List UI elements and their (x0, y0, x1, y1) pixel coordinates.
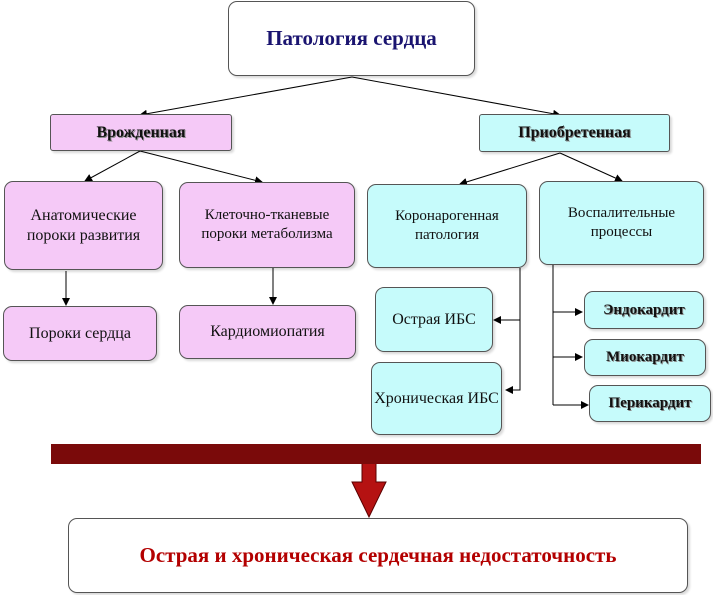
anatomical-node: Анатомические пороки развития (4, 181, 163, 270)
arrow-root-congenital (139, 76, 353, 118)
arrow-congenital-anatomical (84, 150, 141, 182)
acute-ihd-label: Острая ИБС (392, 310, 476, 328)
heart-defects-label: Пороки сердца (29, 324, 131, 342)
acute-ihd-node: Острая ИБС (375, 287, 493, 352)
down-arrow-icon (351, 461, 387, 519)
endocarditis-node: Эндокардит (584, 291, 704, 329)
inflammatory-label: Воспалительные процессы (567, 205, 676, 240)
root-label: Патология сердца (266, 26, 437, 51)
endocarditis-label: Эндокардит (603, 301, 685, 318)
congenital-node: Врожденная (50, 114, 232, 151)
coronary-label: Коронарогенная патология (395, 208, 499, 243)
chronic-ihd-node: Хроническая ИБС (371, 362, 502, 435)
cardiomyopathy-node: Кардиомиопатия (179, 305, 356, 359)
pericarditis-node: Перикардит (589, 385, 711, 422)
root-node: Патология сердца (228, 1, 475, 76)
acquired-node: Приобретенная (479, 114, 670, 152)
divider-band (51, 444, 701, 464)
heart-defects-node: Пороки сердца (3, 306, 157, 361)
pericarditis-label: Перикардит (608, 395, 692, 412)
coronary-node: Коронарогенная патология (367, 184, 527, 268)
result-node: Острая и хроническая сердечная недостато… (68, 518, 688, 593)
acquired-label: Приобретенная (518, 124, 631, 141)
myocarditis-label: Миокардит (606, 349, 684, 366)
inflammatory-node: Воспалительные процессы (539, 181, 704, 265)
arrow-congenital-metabolic (139, 150, 263, 185)
arrow-coronary-chronic (505, 268, 521, 394)
cardiomyopathy-label: Кардиомиопатия (210, 323, 325, 340)
metabolic-node: Клеточно-тканевые пороки метаболизма (179, 182, 355, 268)
arrow-acquired-coronary (459, 152, 561, 186)
arrow-acquired-inflammatory (559, 152, 623, 182)
metabolic-label: Клеточно-тканевые пороки метаболизма (201, 207, 333, 242)
anatomical-label: Анатомические пороки развития (26, 206, 141, 244)
congenital-label: Врожденная (96, 123, 186, 141)
arrow-root-acquired (351, 76, 561, 118)
chronic-ihd-label: Хроническая ИБС (374, 389, 499, 407)
result-label: Острая и хроническая сердечная недостато… (139, 543, 617, 568)
myocarditis-node: Миокардит (584, 339, 706, 376)
